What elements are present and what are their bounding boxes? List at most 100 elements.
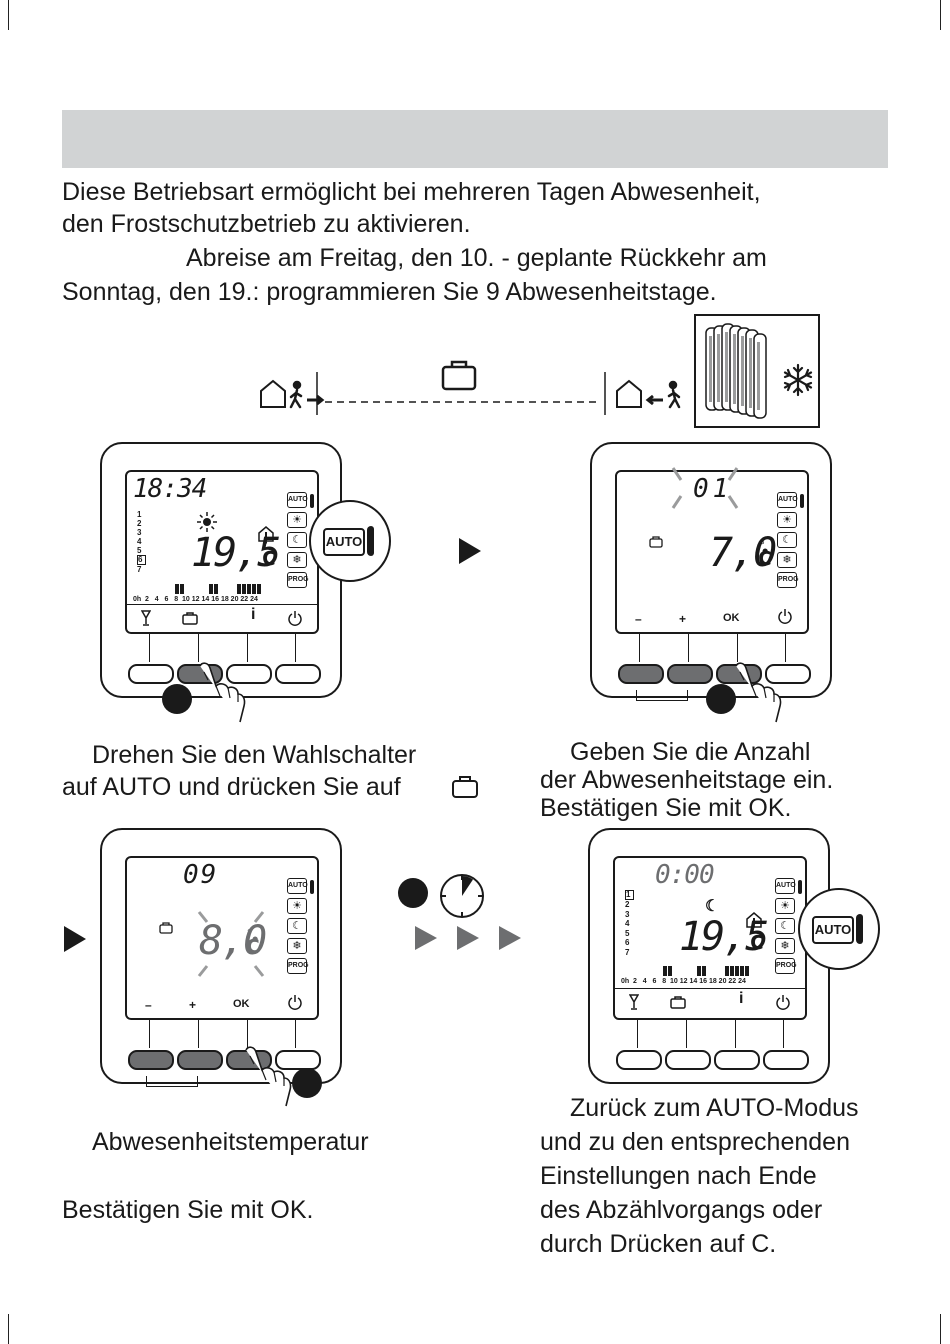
step-marker-dot xyxy=(292,1068,322,1098)
suitcase-icon xyxy=(649,536,663,548)
side-moon-icon: ☾ xyxy=(777,532,797,548)
bracket xyxy=(146,1076,198,1087)
power-icon xyxy=(288,995,302,1010)
leader-line xyxy=(295,634,296,662)
side-prog-label: PROG xyxy=(287,958,309,974)
side-snowflake-icon: ❄ xyxy=(775,938,795,954)
hw-button-4[interactable] xyxy=(275,664,321,684)
mode-column: AUTO ☀ ☾ ❄ PROG xyxy=(777,492,799,588)
auto-callout: AUTO xyxy=(798,888,880,970)
radiator-icon xyxy=(705,323,767,419)
side-auto-label: AUTO xyxy=(287,878,308,894)
side-moon-icon: ☾ xyxy=(287,532,307,548)
walker-return-icon xyxy=(667,380,681,409)
plus-button[interactable] xyxy=(667,664,713,684)
hand-pointer-icon xyxy=(199,662,246,723)
leader-line xyxy=(737,634,738,662)
step1-caption-2: auf AUTO und drücken Sie auf xyxy=(62,773,401,801)
leader-line xyxy=(637,1020,638,1048)
play-arrow-icon xyxy=(415,926,437,950)
play-arrow-icon xyxy=(499,926,521,950)
day-4: 4 xyxy=(625,919,630,928)
walker-icon xyxy=(289,380,303,409)
hw-button-3[interactable] xyxy=(226,664,272,684)
mode-column: AUTO ☀ ☾ ❄ PROG xyxy=(775,878,797,974)
crop-mark xyxy=(8,0,9,30)
hw-button-1[interactable] xyxy=(128,664,174,684)
step-marker-dot xyxy=(706,684,736,714)
house-temp-icon xyxy=(746,912,762,928)
day-list: 1 2 3 4 5 6 7 xyxy=(137,510,149,574)
power-button[interactable] xyxy=(765,664,811,684)
side-moon-icon: ☾ xyxy=(287,918,307,934)
plus-button[interactable] xyxy=(177,1050,223,1070)
leader-line xyxy=(639,634,640,662)
temperature-unit: c xyxy=(245,930,261,960)
plus-label: + xyxy=(189,998,197,1012)
thermostat-step3: 09 8,0 ° c AUTO ☀ ☾ ❄ PROG – + OK xyxy=(100,828,342,1087)
temperature-value: 7,0 xyxy=(709,530,777,576)
day-5: 5 xyxy=(137,546,142,555)
minus-button[interactable] xyxy=(128,1050,174,1070)
return-arrow xyxy=(645,394,663,406)
selector-indicator xyxy=(800,494,804,508)
temperature-unit: c xyxy=(261,542,277,572)
step2-caption-3: Bestätigen Sie mit OK. xyxy=(540,794,792,822)
degree-sign: ° xyxy=(247,926,252,940)
side-snowflake-icon: ❄ xyxy=(287,552,307,568)
clock-time: 0:00 xyxy=(655,860,715,890)
step3-caption-2: Bestätigen Sie mit OK. xyxy=(62,1196,314,1224)
step4-caption-1: Zurück zum AUTO-Modus xyxy=(570,1094,859,1122)
step2-caption-1: Geben Sie die Anzahl xyxy=(570,738,811,766)
suitcase-icon xyxy=(452,776,478,798)
suitcase-icon xyxy=(441,360,477,391)
power-icon xyxy=(288,611,302,626)
minus-label: – xyxy=(145,998,152,1012)
day-6: 6 xyxy=(625,938,630,947)
step1-caption-1: Drehen Sie den Wahlschalter xyxy=(92,741,417,769)
day-3: 3 xyxy=(137,528,142,537)
crop-mark xyxy=(940,0,941,30)
intro-line-1: Diese Betriebsart ermöglicht bei mehrere… xyxy=(62,178,761,206)
minus-button[interactable] xyxy=(618,664,664,684)
leader-line xyxy=(686,1020,687,1048)
lcd-screen: 09 8,0 ° c AUTO ☀ ☾ ❄ PROG – + OK xyxy=(125,856,319,1020)
thermostat-step4: 0:00 1 2 3 4 5 6 7 ☾ 19,5 ° c 0h 2 4 6 8… xyxy=(588,828,830,1084)
sun-icon xyxy=(197,512,217,532)
play-arrow-icon xyxy=(457,926,479,950)
play-arrow-icon xyxy=(64,926,86,952)
step4-caption-3: Einstellungen nach Ende xyxy=(540,1162,817,1190)
moon-icon: ☾ xyxy=(705,898,720,915)
day-4: 4 xyxy=(137,537,142,546)
degree-sign: ° xyxy=(263,538,268,552)
side-snowflake-icon: ❄ xyxy=(777,552,797,568)
suitcase-icon xyxy=(182,612,198,625)
hw-button-3[interactable] xyxy=(714,1050,760,1070)
blink-marks xyxy=(671,467,739,509)
bracket xyxy=(636,690,688,701)
power-button[interactable] xyxy=(275,1050,321,1070)
minus-label: – xyxy=(635,612,642,626)
glass-icon xyxy=(629,994,639,1010)
auto-callout-knob xyxy=(856,914,863,944)
day-count-digits: 01 xyxy=(693,474,733,504)
snowflake-icon xyxy=(783,363,813,397)
ok-label: OK xyxy=(723,612,740,624)
hour-scale: 0h 2 4 6 8 10 12 14 16 18 20 22 24 xyxy=(133,596,258,603)
step3-caption-1: Abwesenheitstemperatur xyxy=(92,1128,369,1156)
auto-callout: AUTO xyxy=(309,500,391,582)
hw-button-4[interactable] xyxy=(763,1050,809,1070)
day-7: 7 xyxy=(625,947,630,957)
side-sun-icon: ☀ xyxy=(777,512,797,528)
antifreeze-box xyxy=(694,314,820,428)
leader-line xyxy=(247,1020,248,1048)
house-return-icon xyxy=(616,379,642,408)
day-7: 7 xyxy=(137,565,142,574)
plus-label: + xyxy=(679,612,687,626)
hw-button-2[interactable] xyxy=(665,1050,711,1070)
side-prog-label: PROG xyxy=(777,572,799,588)
day-1: 1 xyxy=(625,890,634,900)
departure-arrow xyxy=(307,394,325,406)
side-sun-icon: ☀ xyxy=(287,898,307,914)
hw-button-1[interactable] xyxy=(616,1050,662,1070)
